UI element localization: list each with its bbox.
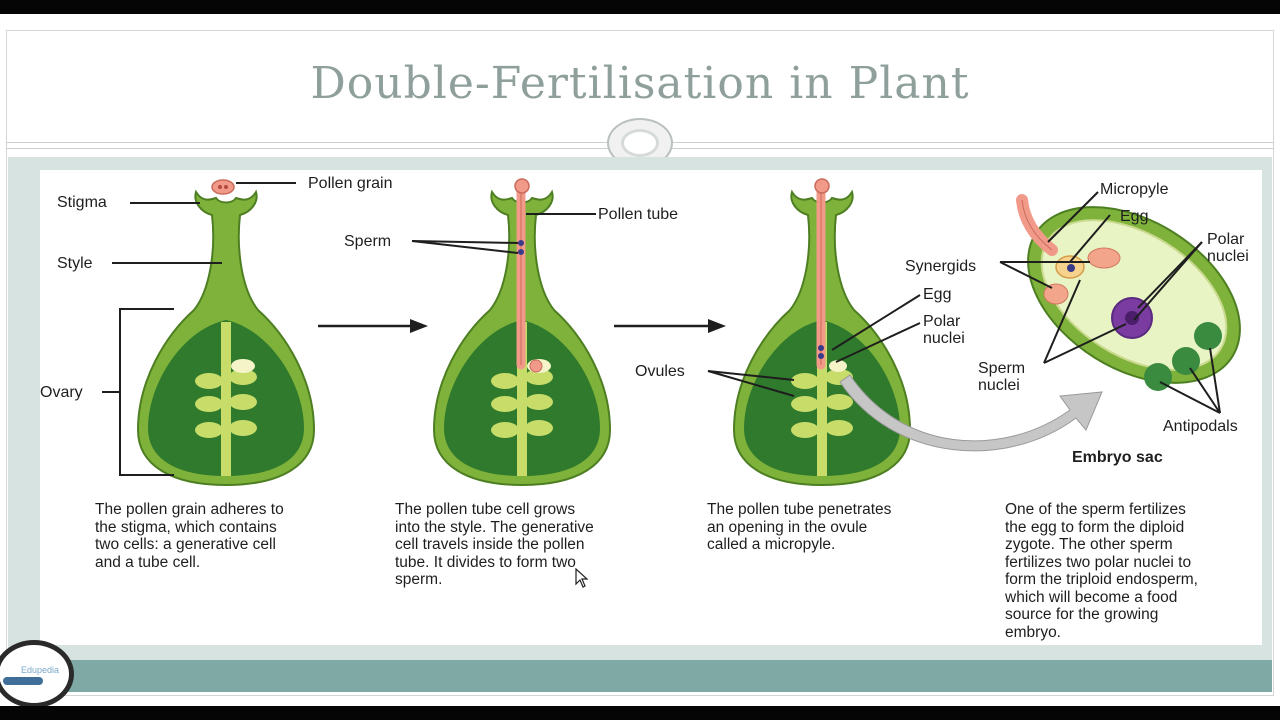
leader-polar-stage3 bbox=[835, 322, 921, 363]
label-polar-sac-line1: Polar bbox=[1207, 231, 1245, 248]
label-egg-stage3: Egg bbox=[923, 286, 952, 303]
synergid-1 bbox=[1087, 247, 1121, 269]
label-polar-stage3-line1: Polar bbox=[923, 313, 961, 330]
antipodal-2 bbox=[1172, 347, 1200, 375]
bottom-letterbox-bar bbox=[0, 706, 1280, 720]
leader-polar-sac-b bbox=[1137, 241, 1203, 309]
label-sperm-nuclei-line1: Sperm bbox=[978, 360, 1026, 377]
leader-synergid-b bbox=[999, 261, 1053, 289]
label-sperm-nuclei-line2: nuclei bbox=[978, 377, 1020, 394]
fertilisation-diagram bbox=[40, 170, 1262, 645]
label-sperm: Sperm bbox=[344, 233, 392, 250]
zoom-arrow bbox=[839, 374, 1103, 452]
top-letterbox-bar bbox=[0, 0, 1280, 14]
mouse-cursor-icon bbox=[575, 568, 589, 588]
edupedia-logo: Edupedia bbox=[0, 640, 74, 708]
leader-sperm-b bbox=[411, 240, 519, 254]
label-style: Style bbox=[57, 255, 93, 272]
leader-antipodal-b bbox=[1189, 367, 1221, 414]
footer-band bbox=[8, 660, 1272, 692]
arrow-2 bbox=[614, 319, 726, 333]
pistil-stage-2 bbox=[433, 178, 611, 486]
label-micropyle: Micropyle bbox=[1100, 181, 1169, 198]
leader-egg-sac bbox=[1069, 214, 1111, 263]
label-polar-sac-line2: nuclei bbox=[1207, 248, 1249, 265]
leader-antipodal-c bbox=[1159, 381, 1221, 414]
arrow-1 bbox=[318, 319, 428, 333]
ring-ornament-icon bbox=[607, 118, 673, 168]
pistil-stage-1 bbox=[137, 179, 315, 486]
leader-sperm-a bbox=[411, 240, 519, 244]
label-ovary: Ovary bbox=[40, 384, 83, 401]
leader-sperm-nuclei-a bbox=[1043, 279, 1081, 364]
synergid-2 bbox=[1043, 283, 1069, 305]
label-pollen-grain: Pollen grain bbox=[308, 175, 393, 192]
antipodal-1 bbox=[1194, 322, 1222, 350]
label-antipodals: Antipodals bbox=[1163, 418, 1238, 435]
label-stigma: Stigma bbox=[57, 194, 107, 211]
leader-sperm-nuclei-b bbox=[1043, 323, 1127, 364]
slide-title: Double-Fertilisation in Plant bbox=[310, 58, 970, 109]
label-egg-sac: Egg bbox=[1120, 208, 1149, 225]
label-polar-stage3-line2: nuclei bbox=[923, 330, 965, 347]
label-pollen-tube: Pollen tube bbox=[598, 206, 679, 223]
label-ovules: Ovules bbox=[635, 363, 685, 380]
leader-ovules-b bbox=[707, 370, 795, 397]
leader-egg-stage3 bbox=[831, 294, 921, 351]
pistil-stage-3 bbox=[733, 178, 911, 486]
label-synergids: Synergids bbox=[905, 258, 977, 275]
label-embryo-sac: Embryo sac bbox=[1072, 449, 1163, 466]
leader-ovules-a bbox=[707, 370, 795, 381]
leader-antipodal-a bbox=[1209, 347, 1221, 414]
leader-micropyle bbox=[1047, 191, 1099, 243]
